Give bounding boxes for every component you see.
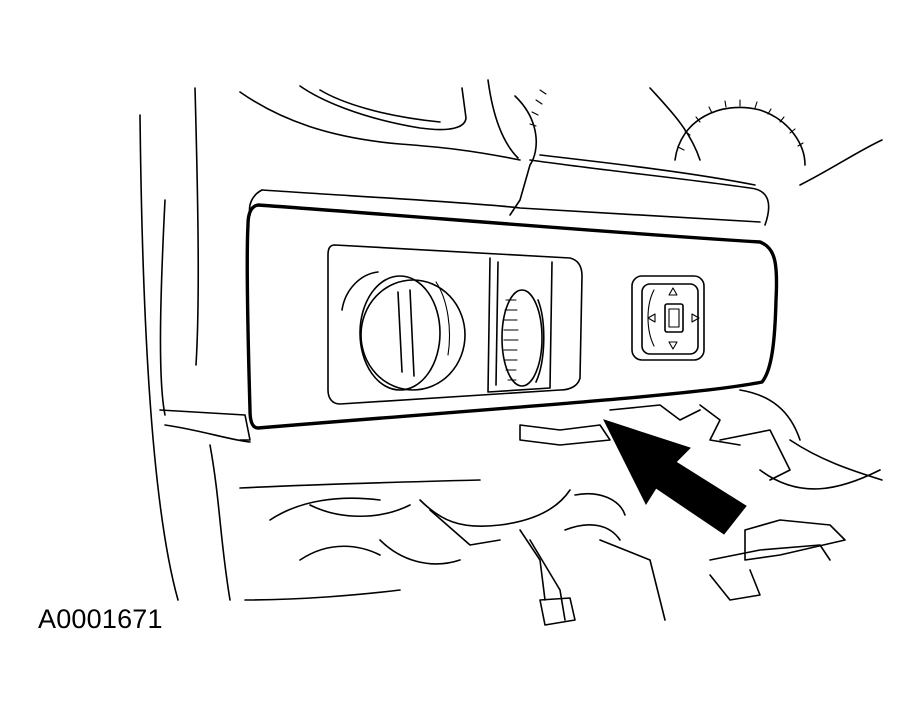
mirror-control-switch[interactable] (631, 275, 705, 361)
figure-id-label: A0001671 (38, 604, 163, 634)
dashboard-structure (139, 79, 883, 626)
headlamp-switch-bezel (245, 189, 779, 430)
arrow-icon (603, 419, 747, 535)
panel-dimmer-thumbwheel[interactable] (487, 257, 553, 393)
headlamp-switch-knob[interactable] (341, 271, 466, 391)
